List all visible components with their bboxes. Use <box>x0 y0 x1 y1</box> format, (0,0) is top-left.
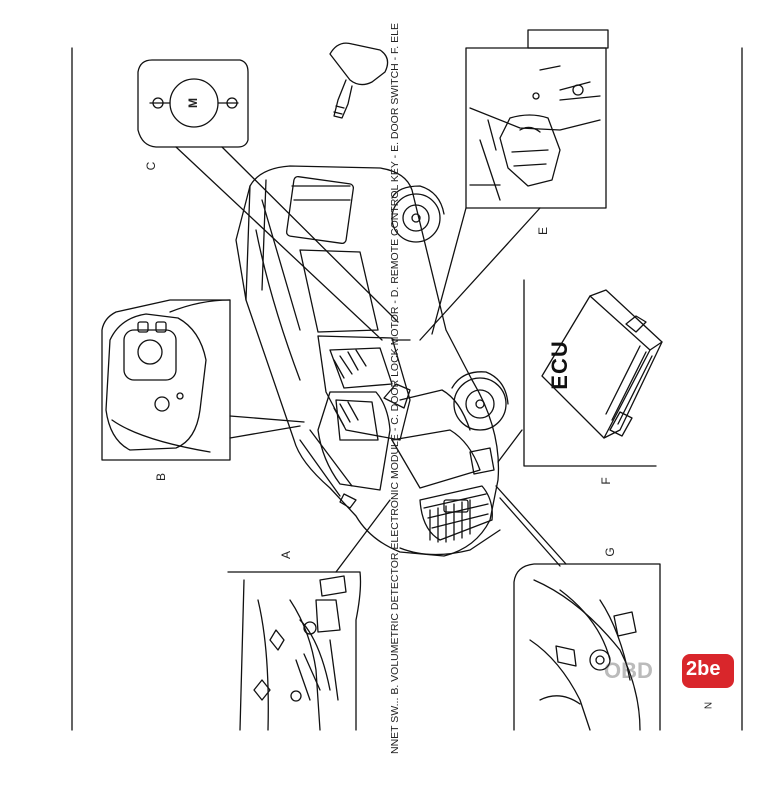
watermark-badge-icon <box>682 654 734 688</box>
inset-g-siren <box>495 485 661 731</box>
inset-c-door-lock-motor <box>137 59 399 341</box>
inset-f-ecu <box>497 279 663 467</box>
watermark-prefix: OBD <box>604 658 653 683</box>
inset-e-door-switch <box>419 29 609 341</box>
inset-d-remote-key <box>329 42 389 119</box>
figure-caption-continuation: N <box>703 701 715 710</box>
motor-label: M <box>186 98 200 108</box>
callout-label-g: G <box>603 547 617 557</box>
ecu-label: ECU <box>547 340 572 390</box>
callout-label-c: C <box>144 161 158 171</box>
watermark-logo: OBD 2be <box>598 652 738 692</box>
figure-caption: NNET SW... B. VOLUMETRIC DETECTOR ELECTR… <box>389 23 401 754</box>
inset-a-bonnet-switch <box>227 499 391 731</box>
callout-label-b: B <box>154 473 168 482</box>
van-illustration <box>235 165 509 557</box>
inset-b-volumetric-detector <box>101 299 305 461</box>
callout-label-e: E <box>536 227 550 236</box>
callout-label-f: F <box>599 477 613 485</box>
callout-label-a: A <box>279 551 293 560</box>
watermark-badge-text: 2be <box>686 658 721 680</box>
